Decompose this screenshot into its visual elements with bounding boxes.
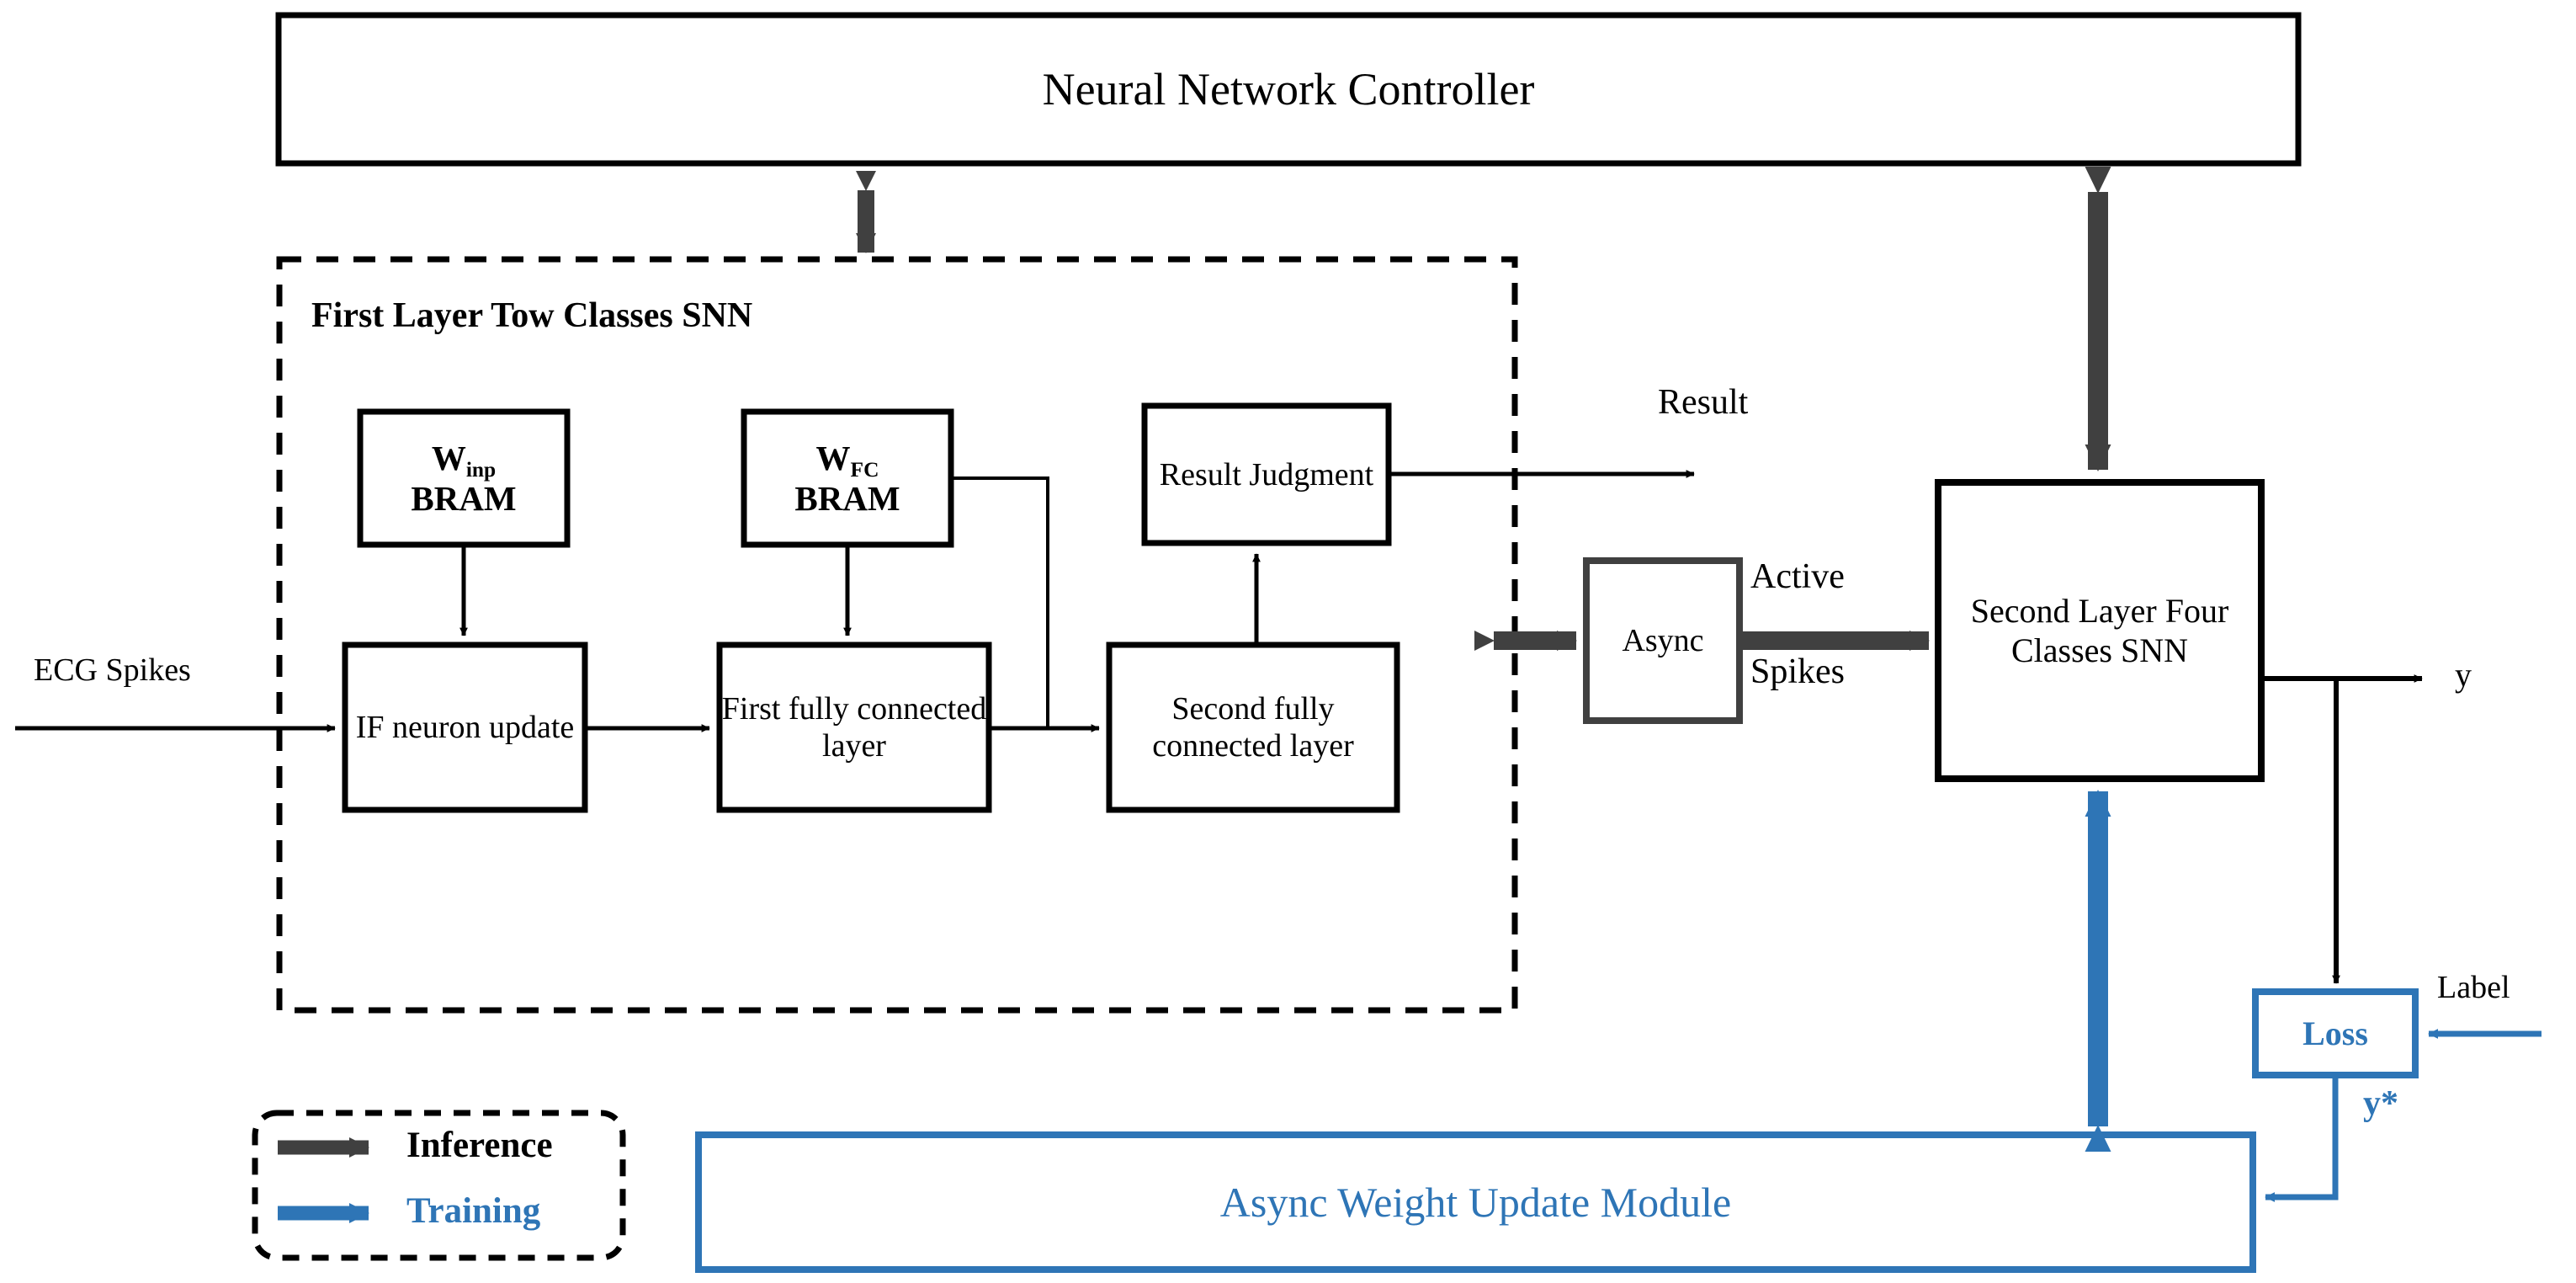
spikes-label: Spikes bbox=[1750, 652, 1846, 691]
legend-inference-label: Inference bbox=[406, 1126, 553, 1165]
controller-box[interactable] bbox=[275, 12, 2302, 167]
loss-to-weightupdate-line bbox=[2265, 1078, 2339, 1202]
controller-title: Neural Network Controller bbox=[1042, 64, 1535, 114]
second-layer-snn-box[interactable] bbox=[1935, 479, 2265, 782]
result-judgment-label: Result Judgment bbox=[1159, 456, 1374, 492]
w-inp-symbol: Winp bbox=[431, 439, 497, 482]
w-inp-bram-text: BRAM bbox=[411, 479, 517, 518]
w-fc-bram-text: BRAM bbox=[794, 479, 900, 518]
second-layer-snn-label: Second Layer Four Classes SNN bbox=[1970, 592, 2229, 669]
wfc-branch-line bbox=[951, 476, 1049, 728]
weight-update-box[interactable] bbox=[695, 1131, 2256, 1273]
ecg-spikes-label: ECG Spikes bbox=[34, 652, 191, 688]
w-fc-bram-box[interactable] bbox=[741, 408, 954, 548]
w-fc-bram-label: WFC BRAM bbox=[744, 412, 951, 545]
legend-training-label: Training bbox=[406, 1191, 541, 1231]
output-y-label: y bbox=[2455, 656, 2472, 694]
result-judgment-box[interactable] bbox=[1141, 402, 1392, 546]
w-fc-symbol: WFC bbox=[815, 439, 879, 482]
second-fc-layer-box[interactable] bbox=[1106, 642, 1400, 813]
w-inp-bram-box[interactable] bbox=[357, 408, 571, 548]
result-label: Result bbox=[1658, 383, 1749, 422]
y-star-label: y* bbox=[2363, 1084, 2398, 1123]
first-layer-group-title: First Layer Tow Classes SNN bbox=[311, 296, 753, 335]
loss-box[interactable] bbox=[2252, 988, 2419, 1078]
weight-update-label: Async Weight Update Module bbox=[1219, 1179, 1732, 1226]
active-label: Active bbox=[1750, 557, 1845, 596]
if-neuron-update-label: IF neuron update bbox=[355, 710, 575, 745]
first-fc-layer-box[interactable] bbox=[716, 642, 992, 813]
loss-label: Loss bbox=[2302, 1014, 2368, 1052]
second-fc-layer-label: Second fully connected layer bbox=[1152, 691, 1354, 764]
async-label: Async bbox=[1622, 623, 1704, 658]
async-box[interactable] bbox=[1583, 557, 1743, 724]
first-fc-layer-label: First fully connected layer bbox=[721, 691, 987, 764]
if-neuron-update-box[interactable] bbox=[342, 642, 588, 813]
w-inp-bram-label: Winp BRAM bbox=[360, 412, 567, 545]
label-input-label: Label bbox=[2437, 970, 2510, 1005]
